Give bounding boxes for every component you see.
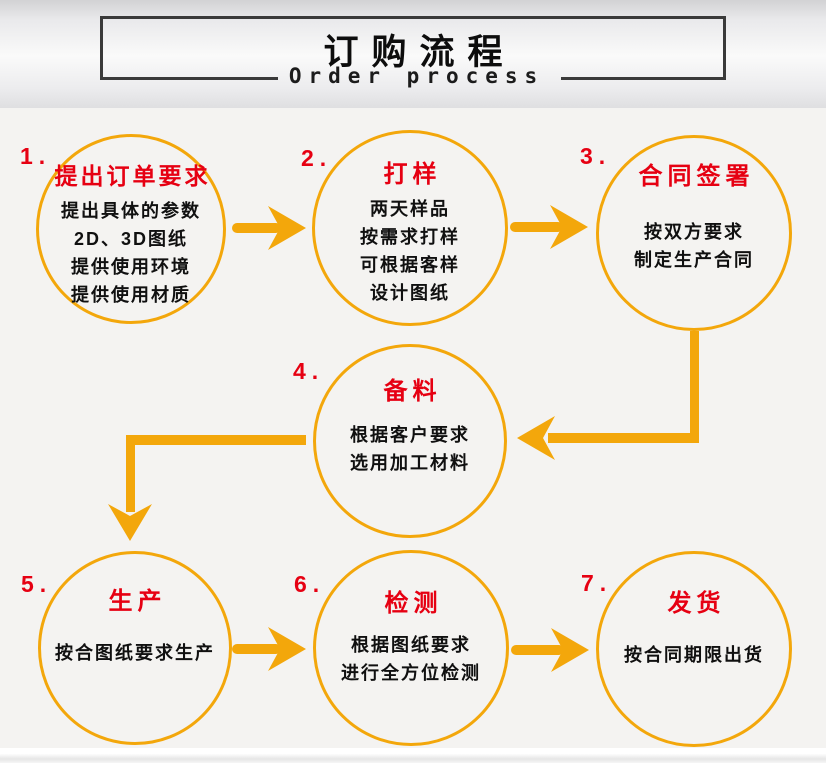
step-detail-line: 按合同期限出货 — [624, 645, 764, 665]
step-5-circle: 生产 按合图纸要求生产 — [38, 551, 232, 745]
step-7-circle: 发货 按合同期限出货 — [596, 551, 792, 747]
arrow-step4-to-step5 — [108, 435, 306, 541]
step-detail-line: 两天样品 — [370, 199, 450, 219]
step-1-details: 提出具体的参数 2D、3D图纸 提供使用环境 提供使用材质 — [61, 197, 201, 309]
step-2-details: 两天样品 按需求打样 可根据客样 设计图纸 — [360, 195, 460, 307]
step-7-title: 发货 — [667, 590, 726, 617]
step-6-title: 检测 — [384, 590, 443, 617]
step-detail-line: 进行全方位检测 — [341, 663, 481, 683]
step-4-number: 4. — [293, 358, 325, 384]
step-4-title: 备料 — [383, 378, 442, 405]
step-1-title: 提出订单要求 — [54, 163, 211, 189]
page-title: 订购流程 — [323, 33, 516, 72]
step-7-details: 按合同期限出货 — [624, 641, 764, 669]
page-subtitle: Order process — [288, 64, 545, 88]
step-2-circle: 打样 两天样品 按需求打样 可根据客样 设计图纸 — [312, 130, 508, 326]
step-detail-line: 按需求打样 — [360, 227, 460, 247]
step-detail-line: 制定生产合同 — [634, 250, 754, 270]
step-detail-line: 根据图纸要求 — [351, 635, 471, 655]
step-6-details: 根据图纸要求 进行全方位检测 — [341, 631, 481, 687]
header-bottom-line-right — [561, 77, 726, 80]
step-5-details: 按合图纸要求生产 — [55, 639, 215, 667]
step-1-circle: 提出订单要求 提出具体的参数 2D、3D图纸 提供使用环境 提供使用材质 — [36, 134, 226, 324]
step-detail-line: 可根据客样 — [360, 255, 460, 275]
step-3-details: 按双方要求 制定生产合同 — [634, 218, 754, 274]
step-3-circle: 合同签署 按双方要求 制定生产合同 — [596, 135, 792, 331]
arrow-step5-to-step6 — [232, 627, 306, 671]
header-bottom-line-left — [100, 77, 278, 80]
step-detail-line: 设计图纸 — [370, 283, 450, 303]
arrow-step6-to-step7 — [511, 628, 589, 672]
step-detail-line: 2D、3D图纸 — [73, 229, 189, 249]
step-3-number: 3. — [580, 143, 612, 169]
arrow-step1-to-step2 — [232, 206, 306, 250]
step-5-number: 5. — [21, 571, 53, 597]
step-4-details: 根据客户要求 选用加工材料 — [350, 421, 470, 477]
step-detail-line: 提供使用环境 — [71, 257, 191, 277]
step-7-number: 7. — [581, 570, 613, 596]
step-detail-line: 选用加工材料 — [350, 453, 470, 473]
header-box — [100, 16, 726, 77]
step-3-title: 合同签署 — [638, 163, 755, 190]
step-detail-line: 提供使用材质 — [71, 285, 191, 305]
step-6-circle: 检测 根据图纸要求 进行全方位检测 — [313, 550, 509, 746]
step-detail-line: 根据客户要求 — [350, 425, 470, 445]
arrow-step3-to-step4 — [517, 331, 699, 460]
step-2-number: 2. — [301, 145, 333, 171]
step-2-title: 打样 — [383, 161, 442, 188]
step-detail-line: 按合图纸要求生产 — [55, 643, 215, 663]
step-detail-line: 提出具体的参数 — [61, 201, 201, 221]
step-1-number: 1. — [20, 143, 52, 169]
arrow-step2-to-step3 — [510, 205, 588, 249]
step-6-number: 6. — [294, 571, 326, 597]
bottom-divider-line — [0, 754, 826, 763]
step-5-title: 生产 — [108, 588, 167, 615]
step-detail-line: 按双方要求 — [644, 222, 744, 242]
step-4-circle: 备料 根据客户要求 选用加工材料 — [313, 344, 507, 538]
